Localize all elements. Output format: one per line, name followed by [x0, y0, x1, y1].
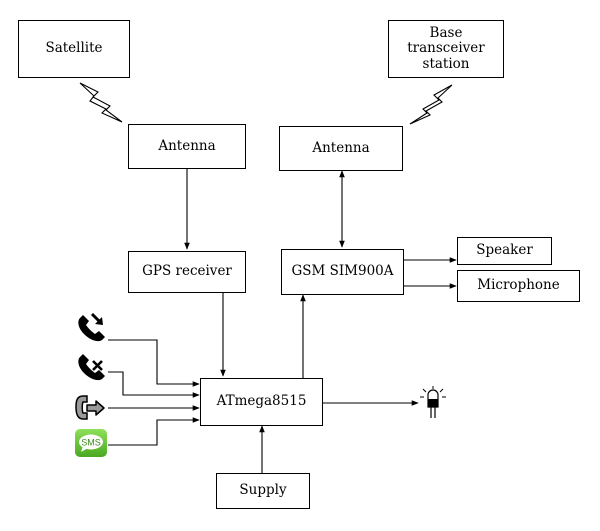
led-icon [420, 386, 446, 418]
mcu-block: ATmega8515 [200, 378, 323, 426]
base-station-block: Base transceiver station [388, 20, 504, 78]
reject-call-icon [78, 354, 105, 381]
incoming-call-icon [78, 312, 105, 342]
lightning-signal-icon [409, 84, 453, 125]
microphone-block: Microphone [457, 270, 580, 302]
sms-icon: SMS [75, 429, 107, 457]
gps-receiver-block: GPS receiver [128, 251, 246, 293]
antenna-gps-block: Antenna [128, 124, 246, 169]
arrow-sms-to-mcu [108, 417, 200, 446]
sms-icon-label: SMS [81, 438, 101, 448]
lightning-signal-icon [79, 82, 123, 123]
arrow-incoming-call-to-mcu [108, 339, 200, 387]
speaker-block: Speaker [457, 237, 552, 265]
supply-block: Supply [216, 473, 310, 509]
gsm-module-block: GSM SIM900A [281, 249, 404, 295]
satellite-block: Satellite [18, 20, 130, 78]
antenna-gsm-block: Antenna [279, 126, 403, 171]
arrow-reject-call-to-mcu [108, 371, 200, 398]
call-forward-icon [75, 395, 105, 420]
